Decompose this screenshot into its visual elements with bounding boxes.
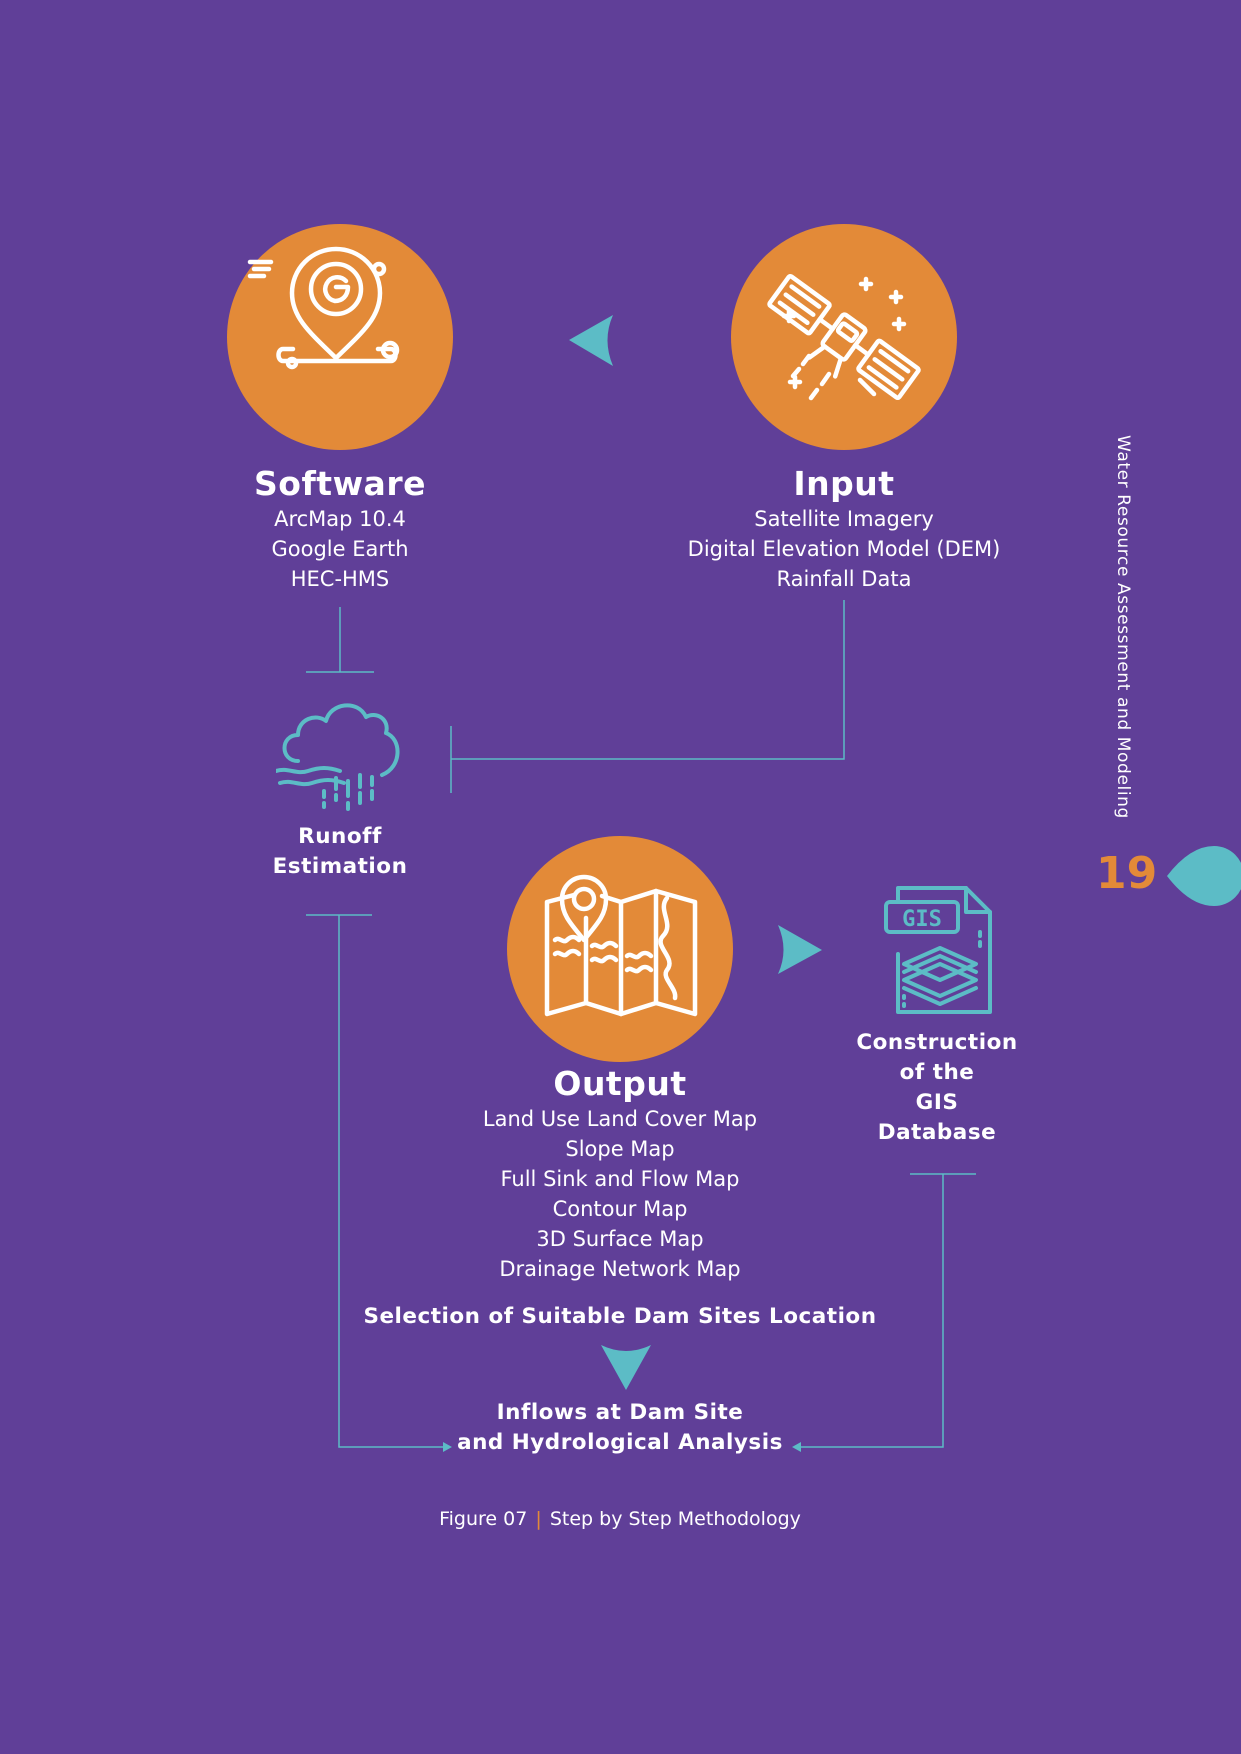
- output-item: 3D Surface Map: [536, 1227, 704, 1251]
- figure-caption: Figure 07 | Step by Step Methodology: [320, 1504, 920, 1534]
- runoff-label: Runoff: [298, 824, 382, 849]
- input-circle: [731, 224, 957, 450]
- page-marker-drop: [1167, 846, 1241, 906]
- caption-separator: |: [535, 1508, 542, 1530]
- gis-icon-text: GIS: [902, 907, 942, 932]
- gis-to-inflows-arrowhead: [792, 1442, 801, 1452]
- input-to-software-arrow: [569, 315, 613, 366]
- side-running-title: Water Resource Assessment and Modeling: [1113, 435, 1133, 819]
- software-item: ArcMap 10.4: [274, 507, 406, 531]
- software-item: Google Earth: [271, 537, 409, 561]
- caption-text: Step by Step Methodology: [549, 1508, 801, 1530]
- runoff-label: Estimation: [272, 854, 408, 879]
- inflows-text-block: Inflows at Dam Site and Hydrological Ana…: [420, 1398, 820, 1458]
- output-item: Slope Map: [565, 1137, 675, 1161]
- inflows-label: Inflows at Dam Site: [496, 1400, 744, 1425]
- input-text-block: Input Satellite Imagery Digital Elevatio…: [644, 464, 1044, 594]
- runoff-to-inflows-line: [306, 914, 446, 1448]
- input-item: Rainfall Data: [776, 567, 912, 591]
- gis-database-label: of the: [899, 1060, 975, 1085]
- runoff-to-inflows-arrowhead: [443, 1442, 452, 1452]
- input-item: Digital Elevation Model (DEM): [687, 537, 1001, 561]
- figure-number: Figure 07: [439, 1508, 528, 1530]
- gis-database-label: Database: [877, 1120, 997, 1145]
- rain-cloud-icon: [276, 703, 400, 811]
- selection-to-inflows-arrow: [601, 1345, 651, 1390]
- gis-database-label: Construction: [856, 1030, 1018, 1055]
- satellite-icon: [767, 273, 921, 401]
- inflows-label: and Hydrological Analysis: [457, 1430, 783, 1455]
- output-item: Land Use Land Cover Map: [482, 1107, 758, 1131]
- software-item: HEC-HMS: [290, 567, 390, 591]
- runoff-text-block: Runoff Estimation: [220, 822, 460, 882]
- folded-map-icon: [544, 874, 698, 1017]
- selection-text-block: Selection of Suitable Dam Sites Location: [320, 1302, 920, 1332]
- output-to-gis-arrow: [778, 925, 822, 974]
- output-text-block: Output Land Use Land Cover Map Slope Map…: [420, 1064, 820, 1284]
- gis-database-text-block: Construction of the GIS Database: [817, 1028, 1057, 1148]
- input-item: Satellite Imagery: [754, 507, 934, 531]
- selection-label: Selection of Suitable Dam Sites Location: [363, 1304, 877, 1329]
- output-item: Full Sink and Flow Map: [500, 1167, 740, 1191]
- gis-to-inflows-line: [800, 1173, 976, 1448]
- output-title: Output: [553, 1064, 687, 1103]
- software-title: Software: [254, 464, 426, 503]
- input-title: Input: [793, 464, 895, 503]
- software-text-block: Software ArcMap 10.4 Google Earth HEC-HM…: [190, 464, 490, 594]
- page-number: 19: [1096, 848, 1158, 899]
- output-item: Contour Map: [552, 1197, 688, 1221]
- gis-database-label: GIS: [915, 1090, 959, 1115]
- gis-file-icon: GIS: [884, 886, 992, 1014]
- input-to-runoff-line: [450, 600, 845, 793]
- software-circle: [227, 224, 453, 450]
- output-item: Drainage Network Map: [499, 1257, 741, 1281]
- software-to-runoff-line: [306, 607, 374, 673]
- output-circle: [507, 836, 733, 1062]
- gis-location-icon: [247, 246, 400, 370]
